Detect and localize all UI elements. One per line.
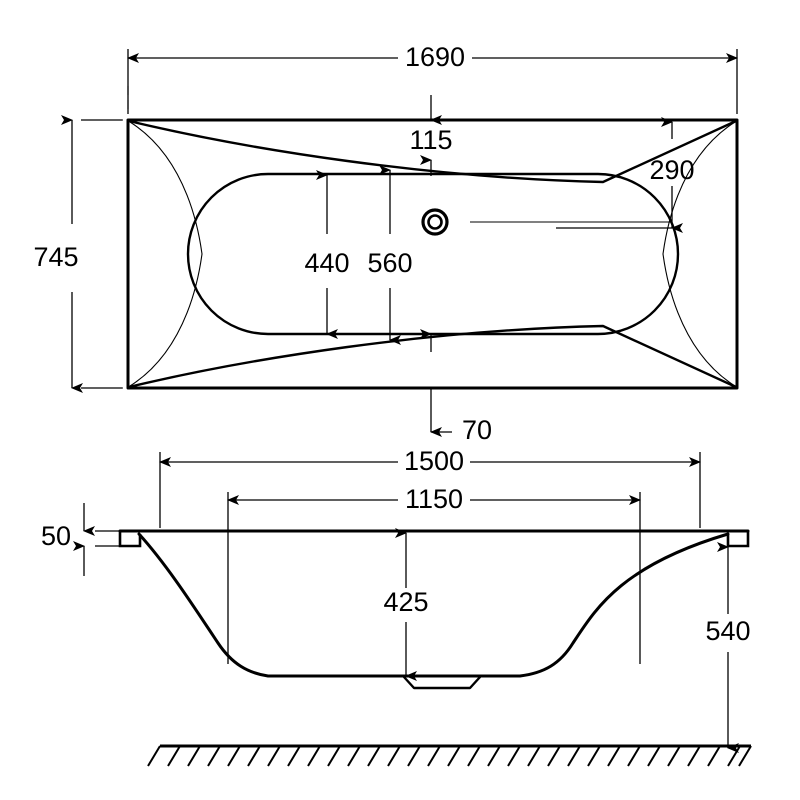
- plan-right-corner-arc: [662, 121, 736, 387]
- plan-apron-curve-bottom: [127, 324, 738, 389]
- dim-overall-length: 1690: [127, 42, 738, 114]
- dim-label-560: 560: [367, 248, 412, 278]
- elevation-left-rim-lip: [118, 531, 142, 548]
- dim-label-1150: 1150: [405, 484, 463, 514]
- dim-base-length-inner: 1150: [227, 484, 641, 664]
- ground-line: [147, 744, 752, 767]
- elevation-view: 1500 1150 50 425: [41, 446, 752, 767]
- dim-label-540: 540: [705, 616, 750, 646]
- dim-bowl-width-inner: 440: [304, 170, 350, 339]
- dim-label-290: 290: [649, 155, 694, 185]
- plan-outer-rim: [126, 118, 739, 390]
- dim-base-length-outer: 1500: [159, 446, 701, 528]
- plan-inner-bowl: [186, 172, 680, 336]
- plan-view: 1690 115 290 745: [33, 42, 739, 445]
- dim-label-745: 745: [33, 242, 78, 272]
- ground-hatching: [147, 745, 752, 767]
- plan-apron-curve-top: [127, 119, 738, 184]
- dim-label-70: 70: [462, 415, 492, 445]
- dim-label-1690: 1690: [405, 42, 465, 72]
- dim-label-115: 115: [409, 125, 452, 155]
- dim-internal-depth: 425: [383, 528, 429, 681]
- dim-rim-thickness: 50: [41, 503, 122, 576]
- elevation-tub-profile: [137, 532, 730, 678]
- dim-bowl-width-outer: 560: [367, 165, 413, 345]
- dim-overall-height: 540: [705, 542, 751, 753]
- elevation-drain-detail: [402, 675, 482, 690]
- dim-rim-to-bowl-top: 115: [409, 95, 453, 176]
- drain-icon: [421, 208, 449, 236]
- dim-label-440: 440: [304, 248, 349, 278]
- dim-corner-offset: 290: [556, 117, 695, 233]
- dim-label-425: 425: [383, 587, 428, 617]
- dim-overall-width: 745: [33, 115, 122, 393]
- elevation-right-rim-lip: [726, 531, 750, 548]
- dim-label-50: 50: [41, 521, 71, 551]
- dim-label-1500: 1500: [404, 446, 464, 476]
- plan-left-corner-arc: [129, 121, 203, 387]
- dim-rim-to-bowl-bottom: 70: [420, 329, 492, 445]
